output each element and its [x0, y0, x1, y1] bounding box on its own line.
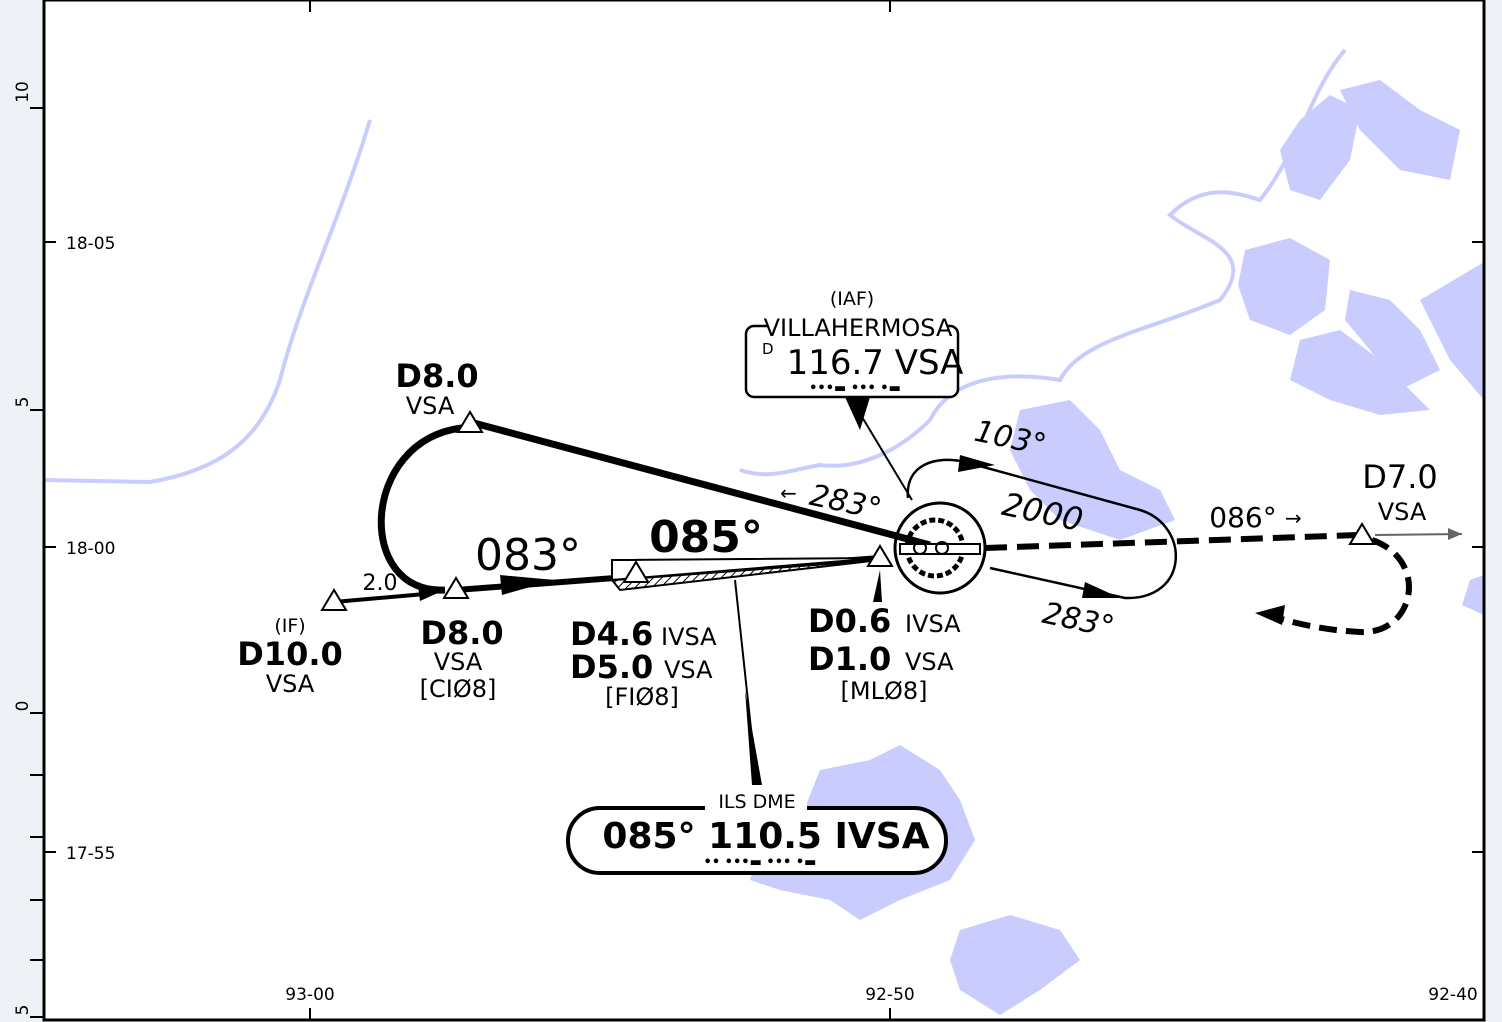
outbound-leg [469, 418, 931, 549]
intercept-course: 083° [475, 530, 581, 581]
lake [1238, 238, 1330, 335]
ils-frequency-ident: 085° 110.5 IVSA [602, 816, 929, 857]
lake [1462, 575, 1484, 615]
lat-label: 18-00 [66, 539, 115, 559]
scale-ticks [30, 0, 1484, 1020]
ml08-ref-1: IVSA [905, 610, 961, 638]
holding-pattern [906, 458, 1177, 600]
fi08-ref-2: VSA [664, 656, 713, 684]
pt-fix-ref: VSA [406, 392, 455, 420]
lat-label: 18-05 [66, 234, 115, 254]
missed-approach-extension [1374, 533, 1463, 536]
arrow-icon [1448, 528, 1462, 540]
ci08-name: [CIØ8] [420, 675, 497, 703]
triangle-icon [442, 576, 470, 599]
scale-label: 10 [13, 81, 33, 103]
leader-tip [873, 570, 882, 602]
missed-hold-turn [1264, 537, 1412, 636]
lake [1345, 290, 1440, 390]
arrow-icon [958, 455, 995, 472]
lake [1340, 80, 1460, 180]
final-course: 085° [649, 512, 763, 563]
if-role: (IF) [274, 615, 305, 637]
fi08-ref-1: IVSA [661, 623, 717, 651]
triangle-icon [1348, 522, 1376, 545]
arrowheads [418, 397, 1462, 785]
ci08-distance: D8.0 [420, 614, 503, 652]
lon-label: 92-50 [865, 985, 914, 1005]
triangle-icon [622, 560, 650, 583]
triangle-icon [456, 410, 484, 433]
ml08-distance-2: D1.0 [808, 640, 891, 678]
arrow-icon [1255, 605, 1285, 625]
dme-mark: D [762, 340, 774, 358]
vor-name: VILLAHERMOSA [764, 314, 953, 342]
ils-morse: •• •••▬ ••• •▬ [704, 855, 817, 870]
arrow-icon [1082, 582, 1120, 598]
ci08-ref: VSA [434, 648, 483, 676]
lake [950, 915, 1080, 1015]
vor-info-box[interactable]: (IAF) VILLAHERMOSA D 116.7 VSA •••▬ ••• … [744, 288, 964, 399]
if-leg [333, 592, 426, 604]
scale-label: 5 [13, 397, 33, 408]
fix-markers [320, 410, 1376, 611]
arrow-icon [500, 575, 555, 595]
procedure-turn [377, 424, 463, 594]
missed-course: 086° [1209, 501, 1276, 534]
lake [1010, 400, 1175, 540]
fi08-distance-1: D4.6 [570, 615, 653, 653]
d7-ref: VSA [1378, 498, 1427, 526]
vor-morse: •••▬ ••• •▬ [809, 381, 901, 396]
rivers [43, 48, 1347, 485]
triangle-icon [866, 544, 894, 567]
lat-label: 17-55 [66, 844, 115, 864]
lake [1290, 330, 1430, 415]
if-distance: D10.0 [237, 635, 343, 673]
river [739, 48, 1347, 477]
ils-info-box[interactable]: ILS DME 085° 110.5 IVSA •• •••▬ ••• •▬ [566, 791, 948, 875]
vor-frequency-ident: 116.7 VSA [787, 343, 964, 383]
ml08-name: [MLØ8] [841, 677, 928, 705]
vor-compass-icon [893, 501, 987, 595]
lake [1280, 95, 1360, 200]
ml08-ref-2: VSA [905, 648, 954, 676]
lake [1420, 262, 1484, 400]
arrow-icon [418, 585, 440, 601]
axis-labels: 10 5 0 5 18-05 18-00 17-55 93-00 92-50 9… [13, 81, 1478, 1015]
fi08-name: [FIØ8] [605, 683, 679, 711]
localizer-feather-hatched [610, 559, 881, 592]
river [43, 119, 372, 485]
scale-label: 0 [13, 701, 33, 712]
lon-label: 93-00 [285, 985, 334, 1005]
if-leg-distance: 2.0 [363, 571, 398, 596]
d7-distance: D7.0 [1362, 458, 1438, 496]
ml08-distance-1: D0.6 [808, 602, 891, 640]
ils-title: ILS DME [718, 791, 795, 813]
lon-label: 92-40 [1428, 985, 1477, 1005]
triangle-icon [320, 588, 348, 611]
missed-arrow-icon: → [1285, 506, 1302, 530]
if-ref: VSA [266, 670, 315, 698]
scale-label: 5 [13, 1005, 33, 1016]
leader-tip [845, 397, 870, 430]
chart-frame [42, 0, 1486, 1022]
vor-role: (IAF) [830, 288, 874, 310]
fi08-distance-2: D5.0 [570, 648, 653, 686]
pt-fix-distance: D8.0 [395, 357, 478, 395]
leader-tip [745, 690, 762, 785]
outbound-arrow-icon: ← [780, 481, 797, 505]
